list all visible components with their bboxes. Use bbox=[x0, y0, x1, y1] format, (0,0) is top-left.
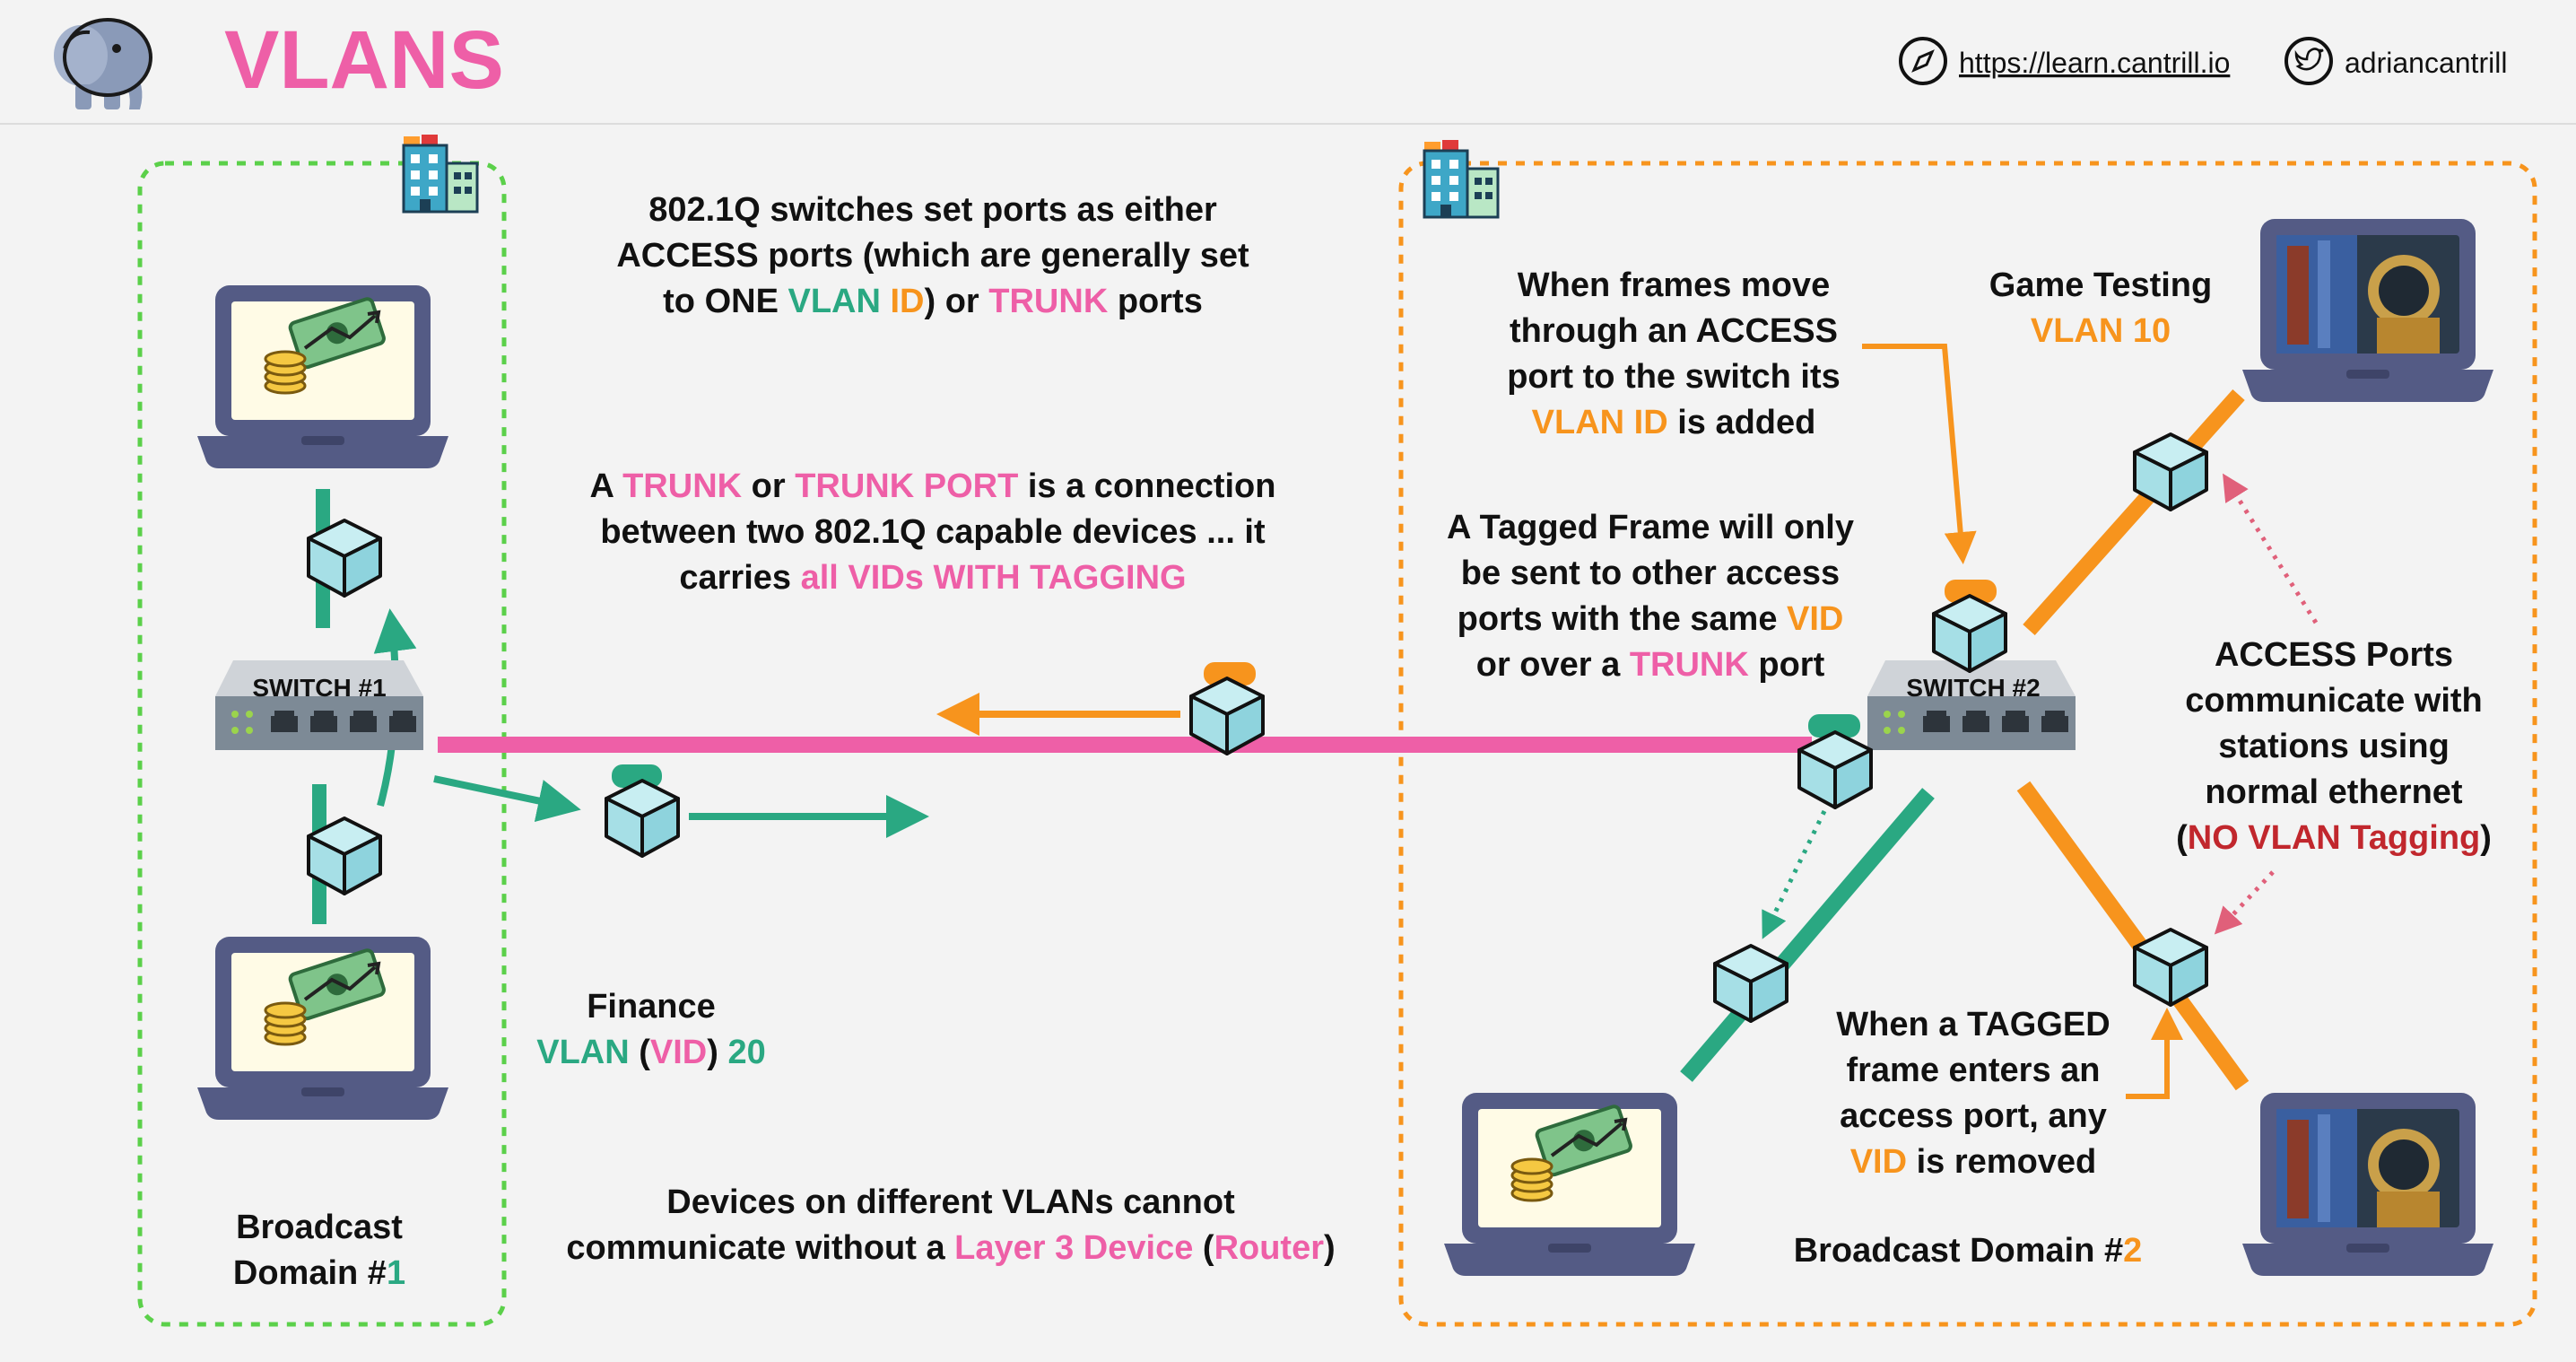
frame-tagged-vlan20 bbox=[605, 764, 680, 858]
svg-text:VID is removed: VID is removed bbox=[1850, 1143, 2097, 1181]
access-link-sw2-game-top bbox=[2023, 389, 2245, 635]
frame-tagged-vlan10 bbox=[1932, 580, 2007, 673]
svg-text:to ONE VLAN ID) or TRUNK ports: to ONE VLAN ID) or TRUNK ports bbox=[663, 283, 1203, 320]
building-icon bbox=[1423, 138, 1500, 219]
svg-text:normal ethernet: normal ethernet bbox=[2205, 773, 2463, 811]
dotted-arrow-access-bottom bbox=[2214, 870, 2275, 935]
twitter-link[interactable]: adriancantrill bbox=[2345, 47, 2507, 79]
svg-text:https://learn.cantrill.io: https://learn.cantrill.io bbox=[1959, 47, 2230, 79]
frame-untagged bbox=[2133, 928, 2208, 1007]
svg-text:communicate without a Layer 3: communicate without a Layer 3 Device (Ro… bbox=[566, 1229, 1335, 1267]
svg-text:Broadcast Domain #2: Broadcast Domain #2 bbox=[1794, 1232, 2143, 1270]
switch-2[interactable]: SWITCH #2 bbox=[1867, 660, 2076, 750]
finance-laptop[interactable] bbox=[1442, 1091, 1697, 1278]
game-testing-laptop[interactable] bbox=[2242, 1093, 2493, 1276]
svg-text:VLAN 10: VLAN 10 bbox=[2031, 312, 2171, 350]
svg-text:carries all VIDs WITH TAGGING: carries all VIDs WITH TAGGING bbox=[679, 559, 1186, 597]
switch-1[interactable]: SWITCH #1 bbox=[215, 660, 423, 750]
svg-text:Finance: Finance bbox=[587, 988, 716, 1026]
label-broadcast-domain-2: Broadcast Domain #2 bbox=[1794, 1232, 2143, 1270]
page-title: VLANS bbox=[224, 14, 504, 106]
svg-text:Domain #1: Domain #1 bbox=[233, 1254, 405, 1292]
svg-text:adriancantrill: adriancantrill bbox=[2345, 47, 2507, 79]
course-link[interactable]: https://learn.cantrill.io bbox=[1959, 47, 2230, 79]
arrow-frames-move-callout bbox=[1862, 344, 1977, 564]
svg-text:access port, any: access port, any bbox=[1840, 1097, 2107, 1135]
label-broadcast-domain-1: Broadcast Domain #1 bbox=[233, 1209, 405, 1292]
twitter-bird-icon bbox=[2284, 37, 2333, 85]
svg-text:be sent to other access: be sent to other access bbox=[1461, 554, 1840, 592]
finance-laptop[interactable] bbox=[196, 935, 450, 1122]
note-frames-move: When frames move through an ACCESS port … bbox=[1507, 266, 1841, 441]
svg-text:Devices on different VLANs can: Devices on different VLANs cannot bbox=[666, 1183, 1235, 1221]
game-testing-laptop[interactable] bbox=[2242, 219, 2493, 402]
svg-text:between two 802.1Q capable dev: between two 802.1Q capable devices ... i… bbox=[600, 513, 1266, 551]
compass-icon bbox=[1899, 37, 1947, 85]
svg-text:(NO VLAN Tagging): (NO VLAN Tagging) bbox=[2176, 819, 2492, 857]
svg-text:ACCESS Ports: ACCESS Ports bbox=[2215, 636, 2453, 674]
svg-text:ports with the same VID: ports with the same VID bbox=[1458, 600, 1844, 638]
note-layer3: Devices on different VLANs cannot commun… bbox=[566, 1183, 1335, 1267]
svg-text:Game Testing: Game Testing bbox=[1989, 266, 2212, 304]
svg-text:When frames move: When frames move bbox=[1518, 266, 1830, 304]
frame-tagged-vlan20 bbox=[1797, 714, 1873, 809]
elephant-logo bbox=[54, 18, 152, 109]
access-link-sw2-game-bottom bbox=[2016, 781, 2250, 1091]
dotted-arrow-to-finance-port bbox=[1762, 809, 1827, 939]
arrow-to-frame bbox=[433, 775, 581, 823]
label-game-testing: Game Testing VLAN 10 bbox=[1989, 266, 2212, 350]
finance-laptop[interactable] bbox=[196, 284, 450, 470]
svg-text:When a TAGGED: When a TAGGED bbox=[1836, 1006, 2110, 1043]
svg-text:Broadcast: Broadcast bbox=[236, 1209, 403, 1246]
broadcast-domain-1-boundary bbox=[137, 161, 507, 1327]
svg-text:802.1Q switches set ports as e: 802.1Q switches set ports as either bbox=[648, 191, 1217, 229]
note-tagged-frame: A Tagged Frame will only be sent to othe… bbox=[1447, 509, 1854, 684]
svg-text:SWITCH #1: SWITCH #1 bbox=[252, 674, 386, 702]
svg-text:stations using: stations using bbox=[2218, 728, 2450, 765]
svg-text:frame enters an: frame enters an bbox=[1846, 1052, 2100, 1089]
svg-text:A TRUNK or TRUNK PORT is a con: A TRUNK or TRUNK PORT is a connection bbox=[590, 467, 1276, 505]
svg-text:port to the switch its: port to the switch its bbox=[1507, 358, 1841, 396]
note-trunk: A TRUNK or TRUNK PORT is a connection be… bbox=[590, 467, 1276, 597]
dotted-arrow-access-top bbox=[2223, 473, 2319, 624]
svg-text:VLAN ID is added: VLAN ID is added bbox=[1532, 404, 1816, 441]
note-dot1q: 802.1Q switches set ports as either ACCE… bbox=[616, 191, 1249, 320]
frame-tagged-vlan10 bbox=[1189, 662, 1265, 755]
access-link-sw2-finance bbox=[1680, 788, 1935, 1082]
svg-text:VLAN (VID) 20: VLAN (VID) 20 bbox=[536, 1034, 766, 1071]
svg-text:ACCESS ports (which are genera: ACCESS ports (which are generally set bbox=[616, 237, 1249, 275]
note-access-ports: ACCESS Ports communicate with stations u… bbox=[2176, 636, 2492, 857]
svg-text:A Tagged Frame will only: A Tagged Frame will only bbox=[1447, 509, 1854, 546]
frame-untagged bbox=[1713, 944, 1788, 1023]
arrow-tagged-enters-callout bbox=[2126, 1008, 2183, 1099]
note-tagged-enters: When a TAGGED frame enters an access por… bbox=[1836, 1006, 2110, 1181]
label-finance: Finance VLAN (VID) 20 bbox=[536, 988, 766, 1071]
svg-text:or over a TRUNK port: or over a TRUNK port bbox=[1476, 646, 1825, 684]
building-icon bbox=[402, 133, 479, 214]
svg-text:communicate with: communicate with bbox=[2185, 682, 2483, 720]
svg-text:SWITCH #2: SWITCH #2 bbox=[1906, 674, 2040, 702]
svg-text:through an ACCESS: through an ACCESS bbox=[1510, 312, 1838, 350]
